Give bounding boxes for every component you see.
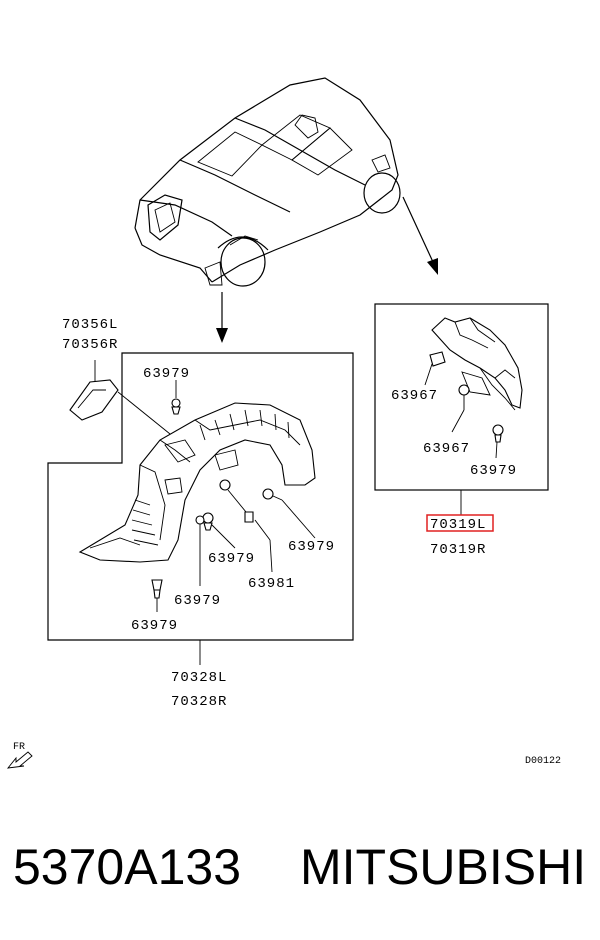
highlight-box-70319L [426,514,494,532]
label-63979-bottom: 63979 [131,618,178,634]
clip-63979-top [171,380,181,415]
rear-assembly-box [374,303,549,491]
car-illustration [134,77,401,287]
part-70328-front-liner [78,402,316,563]
label-70328L: 70328L [171,670,227,686]
label-63967-middle: 63967 [423,441,470,457]
diagram-code: D00122 [525,756,561,767]
label-70319L: 70319L [430,517,486,533]
clip-63979-bottom [151,579,163,612]
label-63979-rear: 63979 [470,463,517,479]
clip-63979-lower [195,515,205,586]
label-63967-top: 63967 [391,388,438,404]
clip-63979-middle [202,512,236,549]
label-70356R: 70356R [62,337,118,353]
brand-name: MITSUBISHI [300,839,586,895]
arrow-rear [402,196,438,275]
clip-63967-top [424,351,446,386]
part-70319-rear-liner [431,317,523,411]
part-70356-bracket [69,360,176,439]
label-70319R: 70319R [430,542,486,558]
label-70356L: 70356L [62,317,118,333]
label-63979-middle: 63979 [208,551,255,567]
front-assembly-box [47,352,354,641]
label-63981: 63981 [248,576,295,592]
label-70328R: 70328R [171,694,227,710]
arrow-front [216,292,228,343]
screw-63979-rear [492,424,504,459]
label-fr: FR [13,742,25,753]
nut-63981 [219,479,273,573]
clip-63967-middle [451,384,470,433]
part-number: 5370A133 [13,839,241,895]
front-direction-arrow-icon [6,751,33,769]
label-63979-top: 63979 [143,366,190,382]
label-63979-lower: 63979 [174,593,221,609]
label-63979-right: 63979 [288,539,335,555]
screw-63979-right [262,488,316,539]
